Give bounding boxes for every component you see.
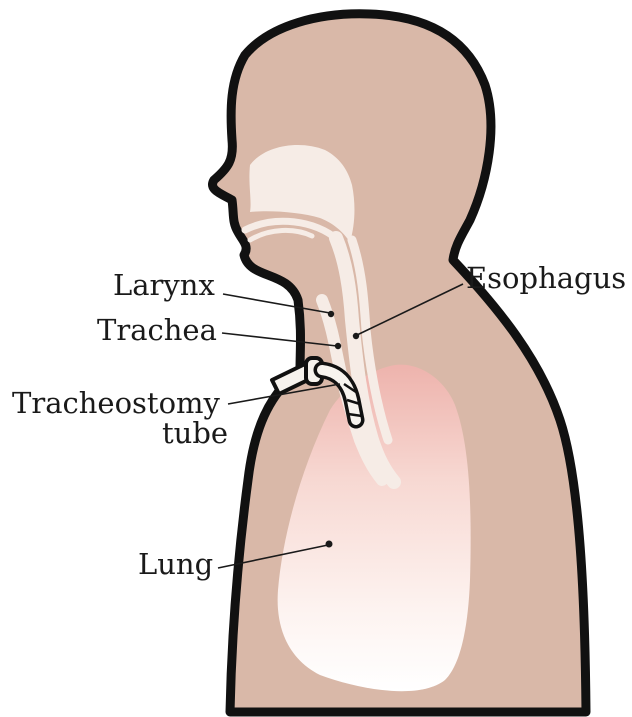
larynx-label: Larynx (113, 268, 215, 302)
lung-dot (326, 541, 333, 548)
trachea-dot (335, 343, 341, 349)
larynx-dot (328, 311, 334, 317)
esophagus-label: Esophagus (466, 261, 626, 295)
trachea-label: Trachea (97, 313, 217, 347)
esophagus-dot (353, 333, 359, 339)
tracheostomy-tube-label-line1: Tracheostomy (12, 386, 221, 420)
lung-label: Lung (138, 547, 213, 581)
tracheostomy-tube-label-line2: tube (162, 416, 228, 450)
